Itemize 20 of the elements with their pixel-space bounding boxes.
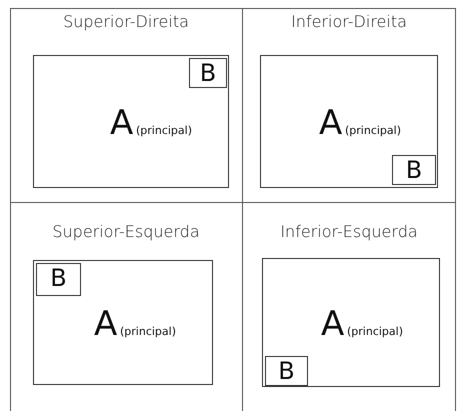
sub-window-box: B xyxy=(189,58,227,88)
sub-window-box: B xyxy=(392,155,436,185)
main-window-letter: A xyxy=(110,106,134,140)
main-window-caption: (principal) xyxy=(345,124,401,136)
sub-window-box: B xyxy=(265,356,308,386)
section-heading: Superior-Esquerda xyxy=(51,222,201,241)
section-heading: Inferior-Esquerda xyxy=(279,222,419,241)
main-window-caption: (principal) xyxy=(347,324,403,338)
main-window-letter: A xyxy=(319,106,342,140)
screen-frame xyxy=(33,55,229,188)
main-window-caption: (principal) xyxy=(136,124,192,136)
sub-window-box: B xyxy=(36,263,81,296)
section-heading: Superior-Direita xyxy=(62,12,190,31)
main-window-caption: (principal) xyxy=(120,324,176,338)
screen-frame xyxy=(262,258,440,387)
section-heading: Inferior-Direita xyxy=(290,12,408,31)
screen-frame xyxy=(260,55,438,188)
main-window-letter: A xyxy=(94,306,118,340)
screen-frame xyxy=(33,260,213,385)
main-window-letter: A xyxy=(321,306,344,340)
